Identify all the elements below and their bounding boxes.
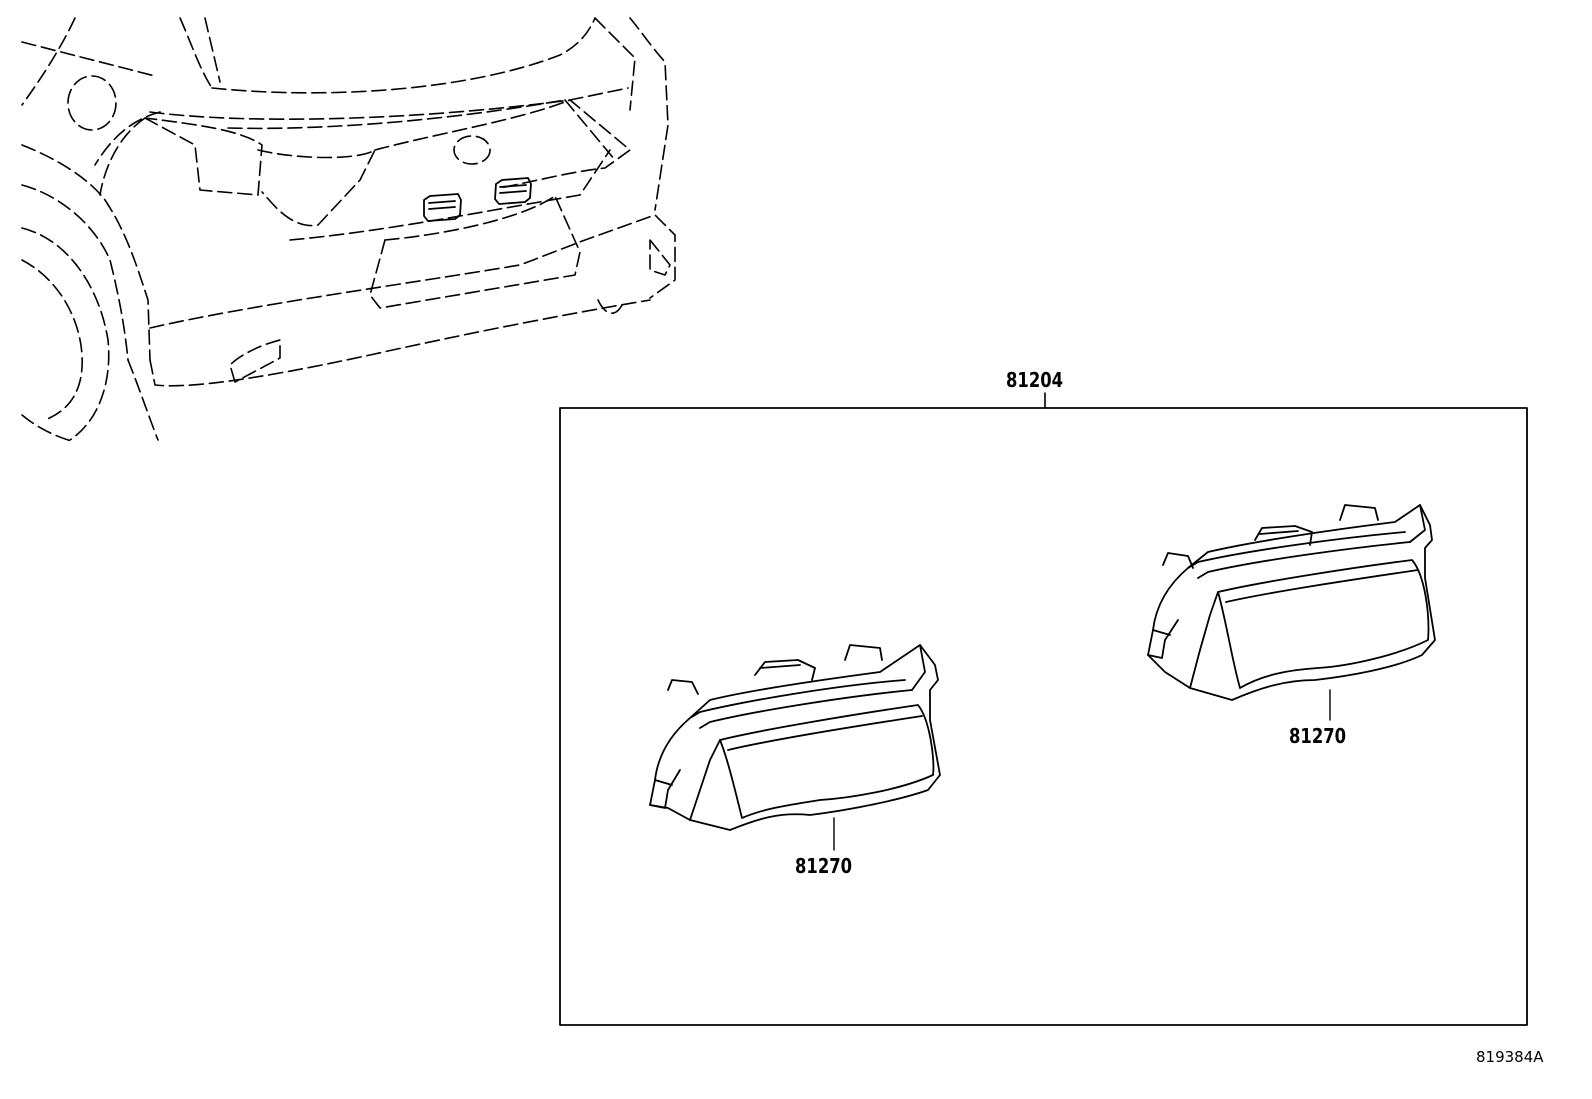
assembly-outline <box>559 392 1528 1026</box>
right-lamp-part-number-label: 81270 <box>1289 724 1347 748</box>
left-lamp-part-number-label: 81270 <box>795 854 853 878</box>
license-plate-lamp-icon <box>1147 504 1436 721</box>
vehicle-rear-view-icon <box>21 17 676 443</box>
illustration-id-label: 819384A <box>1476 1048 1544 1066</box>
license-plate-lamp-icon <box>649 644 941 851</box>
assembly-part-number-label: 81204 <box>1006 368 1064 392</box>
